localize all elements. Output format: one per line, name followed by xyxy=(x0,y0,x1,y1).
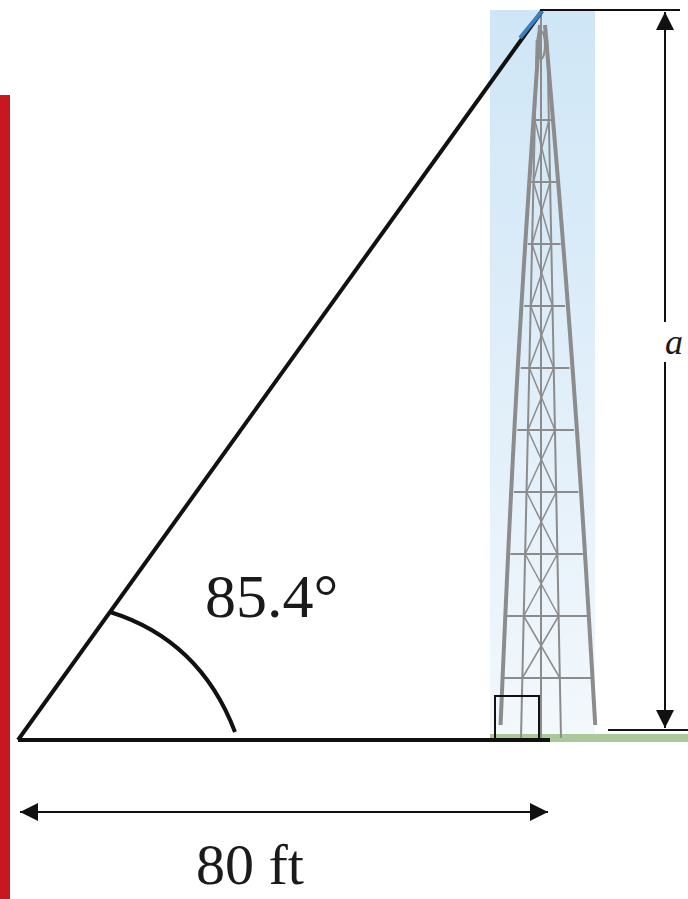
tower-brace xyxy=(522,616,558,678)
tower-brace xyxy=(528,368,554,430)
dimension-extension-top xyxy=(540,9,680,11)
tower-antenna xyxy=(537,31,545,59)
tower-brace xyxy=(525,554,558,616)
tower-rung xyxy=(514,491,579,493)
height-dimension-line xyxy=(664,12,666,728)
tower-brace xyxy=(527,492,558,554)
tower-brace xyxy=(529,306,552,368)
tower-rung xyxy=(531,181,556,183)
sky-background xyxy=(490,10,595,740)
tower-brace xyxy=(525,492,556,554)
dimension-label: 80 ft xyxy=(196,836,304,894)
tower-rung xyxy=(510,553,583,555)
tower-brace xyxy=(528,430,556,492)
tower-brace xyxy=(524,616,560,678)
tower-structure xyxy=(501,10,596,738)
angle-label: 85.4° xyxy=(205,565,338,627)
tower-rung xyxy=(503,677,591,679)
tower-brace xyxy=(533,182,551,244)
tower-brace xyxy=(529,368,555,430)
tower-rung xyxy=(507,615,587,617)
tower-brace xyxy=(533,120,548,182)
tower-brace xyxy=(532,244,552,306)
base-dimension-line xyxy=(20,811,548,813)
triangle-hypotenuse xyxy=(18,11,542,740)
hypotenuse-tip xyxy=(520,11,542,38)
tower-brace xyxy=(531,244,552,306)
tower-brace xyxy=(531,306,554,368)
triangle-base xyxy=(18,738,550,742)
tower-rung xyxy=(517,429,574,431)
tower-brace xyxy=(527,430,555,492)
angle-arc xyxy=(110,612,235,732)
dimension-extension-bottom xyxy=(608,729,688,731)
height-variable-label: a xyxy=(664,322,684,362)
tower-leg xyxy=(545,25,595,725)
tower-brace xyxy=(532,182,550,244)
tower-brace xyxy=(535,120,550,182)
tower-rung xyxy=(521,367,570,369)
red-side-bar xyxy=(0,95,10,899)
right-angle-mark xyxy=(495,696,539,740)
tower-brace xyxy=(524,554,558,616)
